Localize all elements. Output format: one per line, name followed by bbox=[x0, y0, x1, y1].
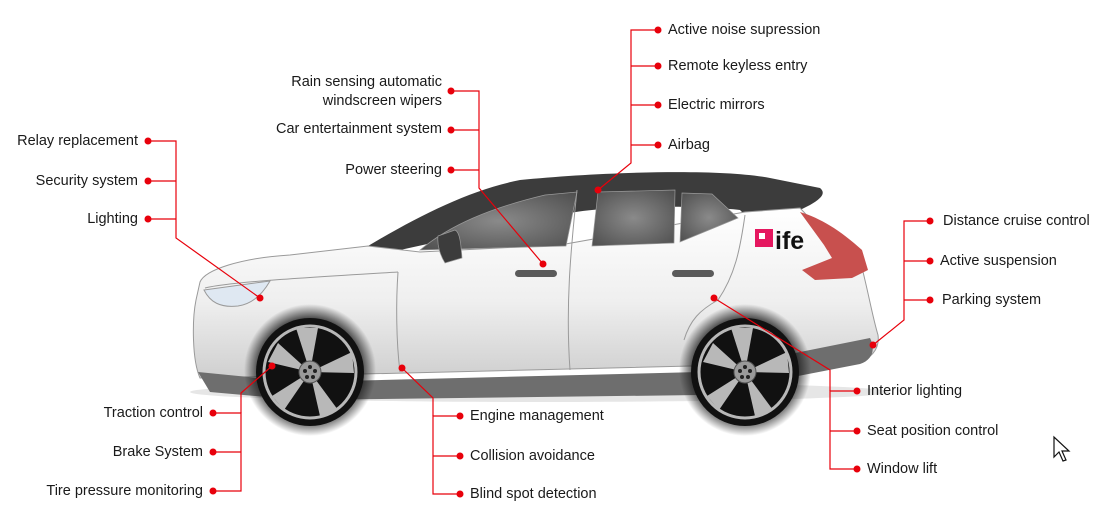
label-blind-spot: Blind spot detection bbox=[470, 486, 597, 502]
label-electric-mirrors: Electric mirrors bbox=[668, 97, 765, 113]
label-seat-position: Seat position control bbox=[867, 423, 999, 439]
logo-text: ife bbox=[775, 227, 804, 255]
quarter-window bbox=[679, 192, 739, 243]
callout-lines bbox=[148, 29, 930, 495]
label-engine-management: Engine management bbox=[470, 408, 604, 424]
label-power-steering: Power steering bbox=[345, 162, 442, 178]
label-rain-sensing-wipers-line1: Rain sensing automatic bbox=[291, 74, 442, 90]
rear-wheel bbox=[679, 304, 811, 436]
label-collision-avoidance: Collision avoidance bbox=[470, 448, 595, 464]
rear-door-window bbox=[591, 189, 676, 247]
rear-door-handle bbox=[672, 270, 714, 277]
label-airbag: Airbag bbox=[668, 137, 710, 153]
label-active-suspension: Active suspension bbox=[940, 253, 1057, 269]
label-window-lift: Window lift bbox=[867, 461, 938, 477]
label-remote-keyless: Remote keyless entry bbox=[668, 58, 808, 74]
front-wheel bbox=[244, 304, 376, 436]
taillight bbox=[800, 212, 868, 280]
mouse-cursor-icon bbox=[1053, 435, 1071, 462]
label-interior-lighting: Interior lighting bbox=[867, 383, 963, 399]
label-parking-system: Parking system bbox=[942, 292, 1042, 308]
label-security-system: Security system bbox=[35, 173, 138, 189]
label-relay-replacement: Relay replacement bbox=[17, 133, 138, 149]
side-mirror bbox=[437, 229, 463, 264]
callout-dots bbox=[144, 26, 934, 498]
label-rain-sensing-wipers-line2: windscreen wipers bbox=[322, 93, 442, 109]
front-door-handle bbox=[515, 270, 557, 277]
label-distance-cruise: Distance cruise control bbox=[943, 213, 1090, 229]
label-brake-system: Brake System bbox=[112, 444, 203, 460]
label-car-entertainment: Car entertainment system bbox=[275, 121, 442, 137]
label-lighting: Lighting bbox=[87, 211, 138, 227]
label-tire-pressure: Tire pressure monitoring bbox=[46, 483, 203, 499]
label-traction-control: Traction control bbox=[103, 405, 203, 421]
label-active-noise: Active noise supression bbox=[668, 22, 821, 38]
headlight bbox=[203, 280, 271, 307]
